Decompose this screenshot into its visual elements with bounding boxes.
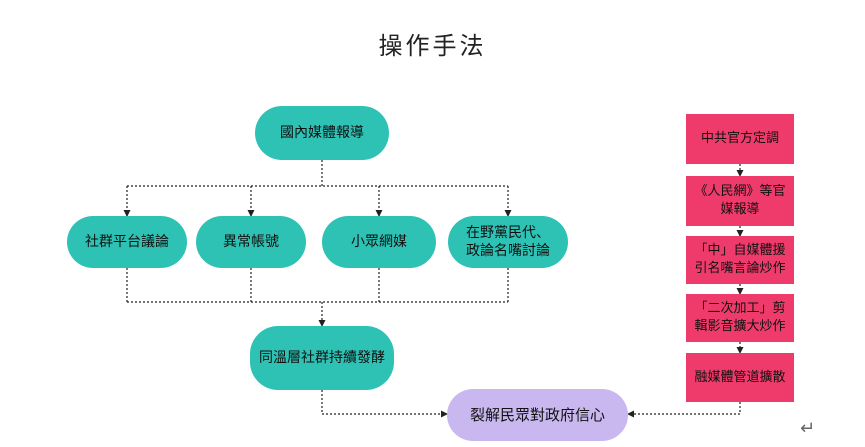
node-result: 裂解民眾對政府信心 (447, 389, 628, 441)
connector-echo-to-result (321, 390, 448, 418)
chain-step-3: 「中」自媒體援引名嘴言論炒作 (686, 236, 794, 284)
chain-step-2: 《人民網》等官媒報導 (686, 176, 794, 226)
chain-step-4: 「二次加工」剪輯影音擴大炒作 (686, 294, 794, 342)
node-domestic-media: 國內媒體報導 (255, 106, 389, 160)
node-echo-chamber: 同溫層社群持續發酵 (250, 326, 394, 390)
connector-chain-to-result (627, 402, 741, 418)
node-opposition-commentators: 在野黨民代、政論名嘴討論 (448, 216, 568, 268)
node-abnormal-accounts: 異常帳號 (196, 216, 306, 268)
node-social-platform: 社群平台議論 (67, 216, 187, 268)
chain-step-5: 融媒體管道擴散 (686, 353, 794, 402)
chain-step-1: 中共官方定調 (686, 114, 794, 164)
node-small-media: 小眾網媒 (322, 216, 436, 268)
return-arrow-icon: ↵ (800, 418, 816, 439)
diagram-title: 操作手法 (378, 32, 487, 60)
